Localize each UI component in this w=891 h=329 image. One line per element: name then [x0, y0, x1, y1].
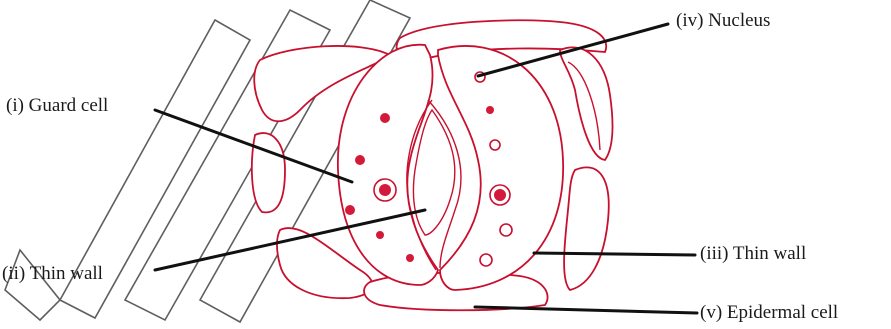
left-guard-cell — [338, 45, 438, 285]
label-guard-cell: (i) Guard cell — [6, 96, 108, 115]
guard-cells — [338, 45, 563, 290]
leader-epidermal-cell — [475, 307, 697, 313]
label-thin-wall-inner: (ii) Thin wall — [2, 264, 103, 283]
label-thin-wall-outer: (iii) Thin wall — [700, 244, 806, 263]
label-epidermal-cell: (v) Epidermal cell — [700, 303, 838, 322]
leader-thin-wall-outer — [534, 253, 695, 255]
label-nucleus: (iv) Nucleus — [676, 11, 770, 30]
